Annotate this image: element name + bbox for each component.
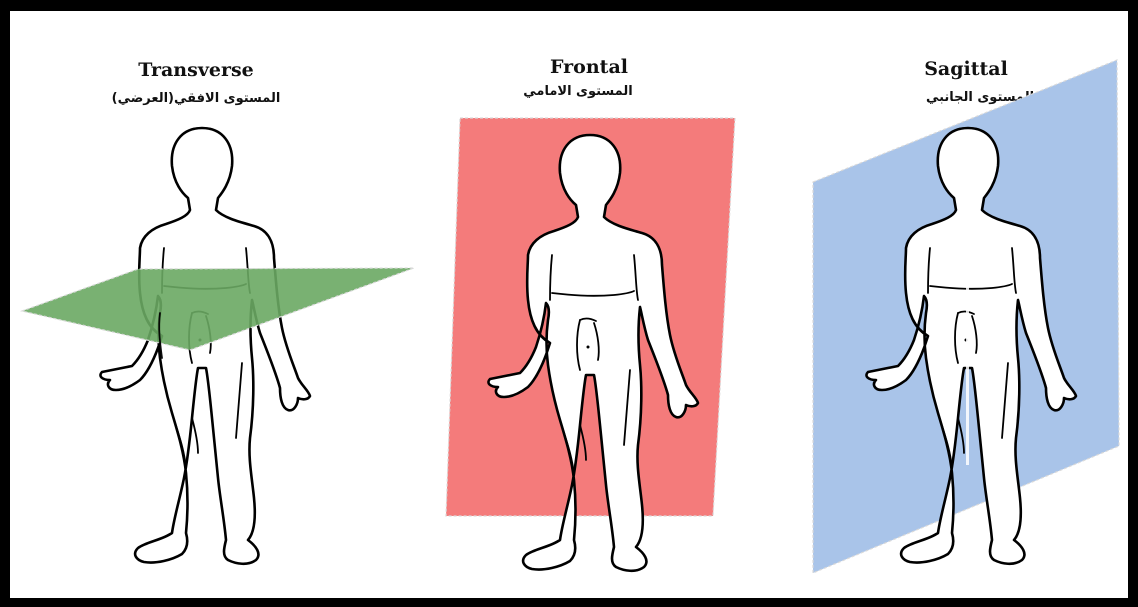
- title-transverse: Transverse: [138, 59, 254, 81]
- human-body-outline: [100, 128, 310, 564]
- sagittal-plane-cut: [966, 135, 969, 465]
- transverse-plane: [22, 268, 414, 350]
- title-ar-transverse: المستوى الافقي(العرضي): [112, 91, 281, 106]
- figure-transverse: Transverse المستوى الافقي(العرضي): [22, 59, 414, 564]
- title-frontal: Frontal: [550, 56, 628, 78]
- title-ar-frontal: المستوى الامامي: [523, 84, 632, 99]
- figure-frontal: Frontal المستوى الامامي: [446, 56, 735, 571]
- figure-sagittal: Sagittal المستوى الجانبي: [813, 58, 1119, 573]
- title-sagittal: Sagittal: [924, 58, 1008, 80]
